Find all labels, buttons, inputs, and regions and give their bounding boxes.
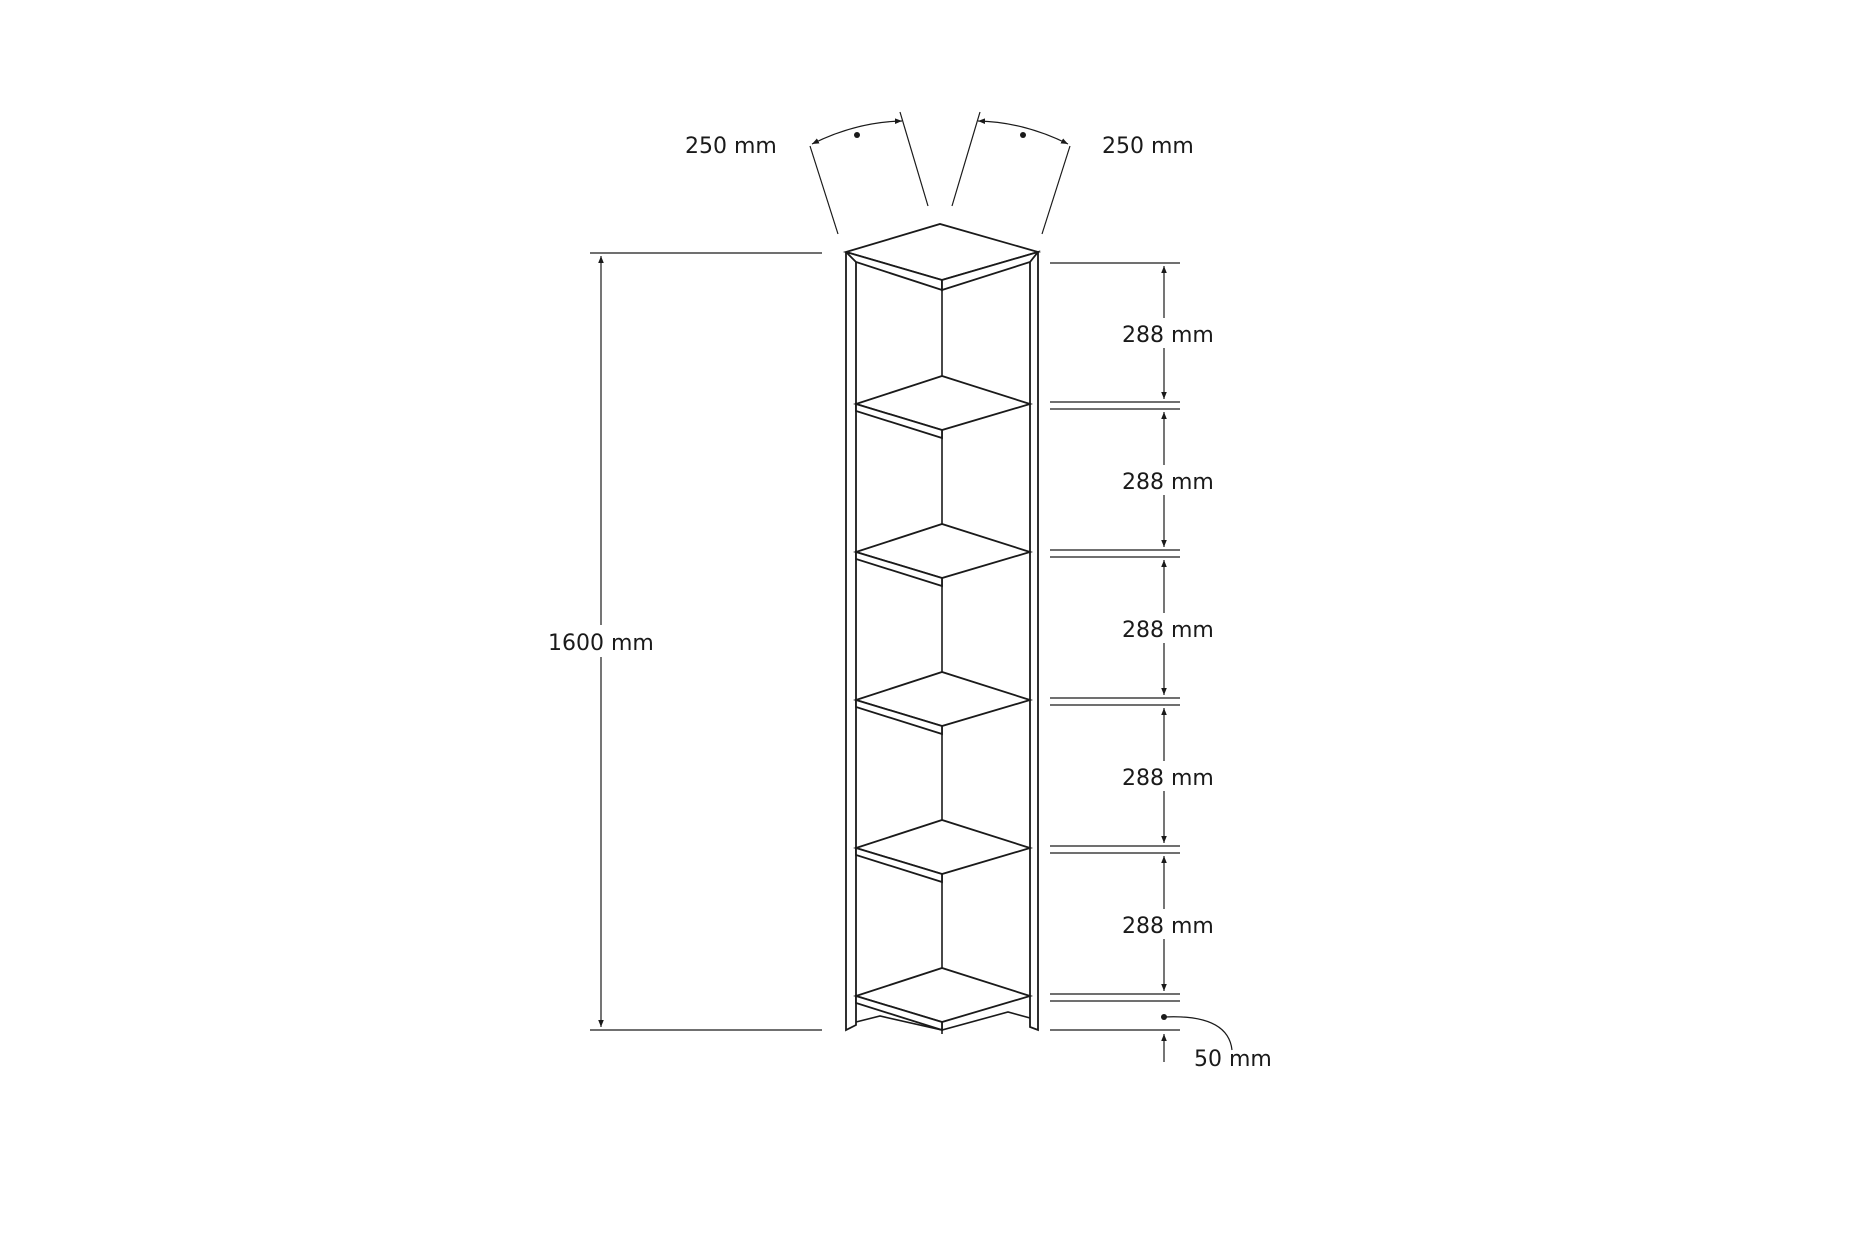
shelf-gap-label-3: 288 mm (1122, 618, 1214, 643)
shelf-gap-label-4: 288 mm (1122, 766, 1214, 791)
shelf-gap-label-2: 288 mm (1122, 470, 1214, 495)
total-height-dimension: 1600 mm (546, 252, 822, 1031)
depth-left-label: 250 mm (685, 134, 777, 159)
shelf-4 (852, 819, 1034, 884)
shelf-gap-dimensions: 288 mm 288 mm 288 mm 288 mm 288 mm (1050, 262, 1214, 1002)
shelf-gap-label-1: 288 mm (1122, 323, 1214, 348)
right-side-panel (1029, 251, 1039, 1032)
depth-right-label: 250 mm (1102, 134, 1194, 159)
base-height-label: 50 mm (1194, 1047, 1272, 1072)
shelf-2 (852, 523, 1034, 588)
shelf-3 (852, 671, 1034, 736)
shelf-unit (842, 223, 1042, 1034)
shelves (852, 375, 1034, 1032)
total-height-label: 1600 mm (548, 631, 654, 656)
depth-dimension-left: 250 mm (685, 111, 929, 235)
shelf-5 (852, 967, 1034, 1032)
left-side-panel (845, 248, 857, 1032)
base-height-dimension: 50 mm (1050, 1014, 1272, 1072)
shelf-1 (852, 375, 1034, 440)
top-panel (842, 223, 1042, 292)
bottom-plinth (855, 1011, 1031, 1034)
shelf-gap-label-5: 288 mm (1122, 914, 1214, 939)
depth-dimension-right: 250 mm (951, 111, 1194, 235)
